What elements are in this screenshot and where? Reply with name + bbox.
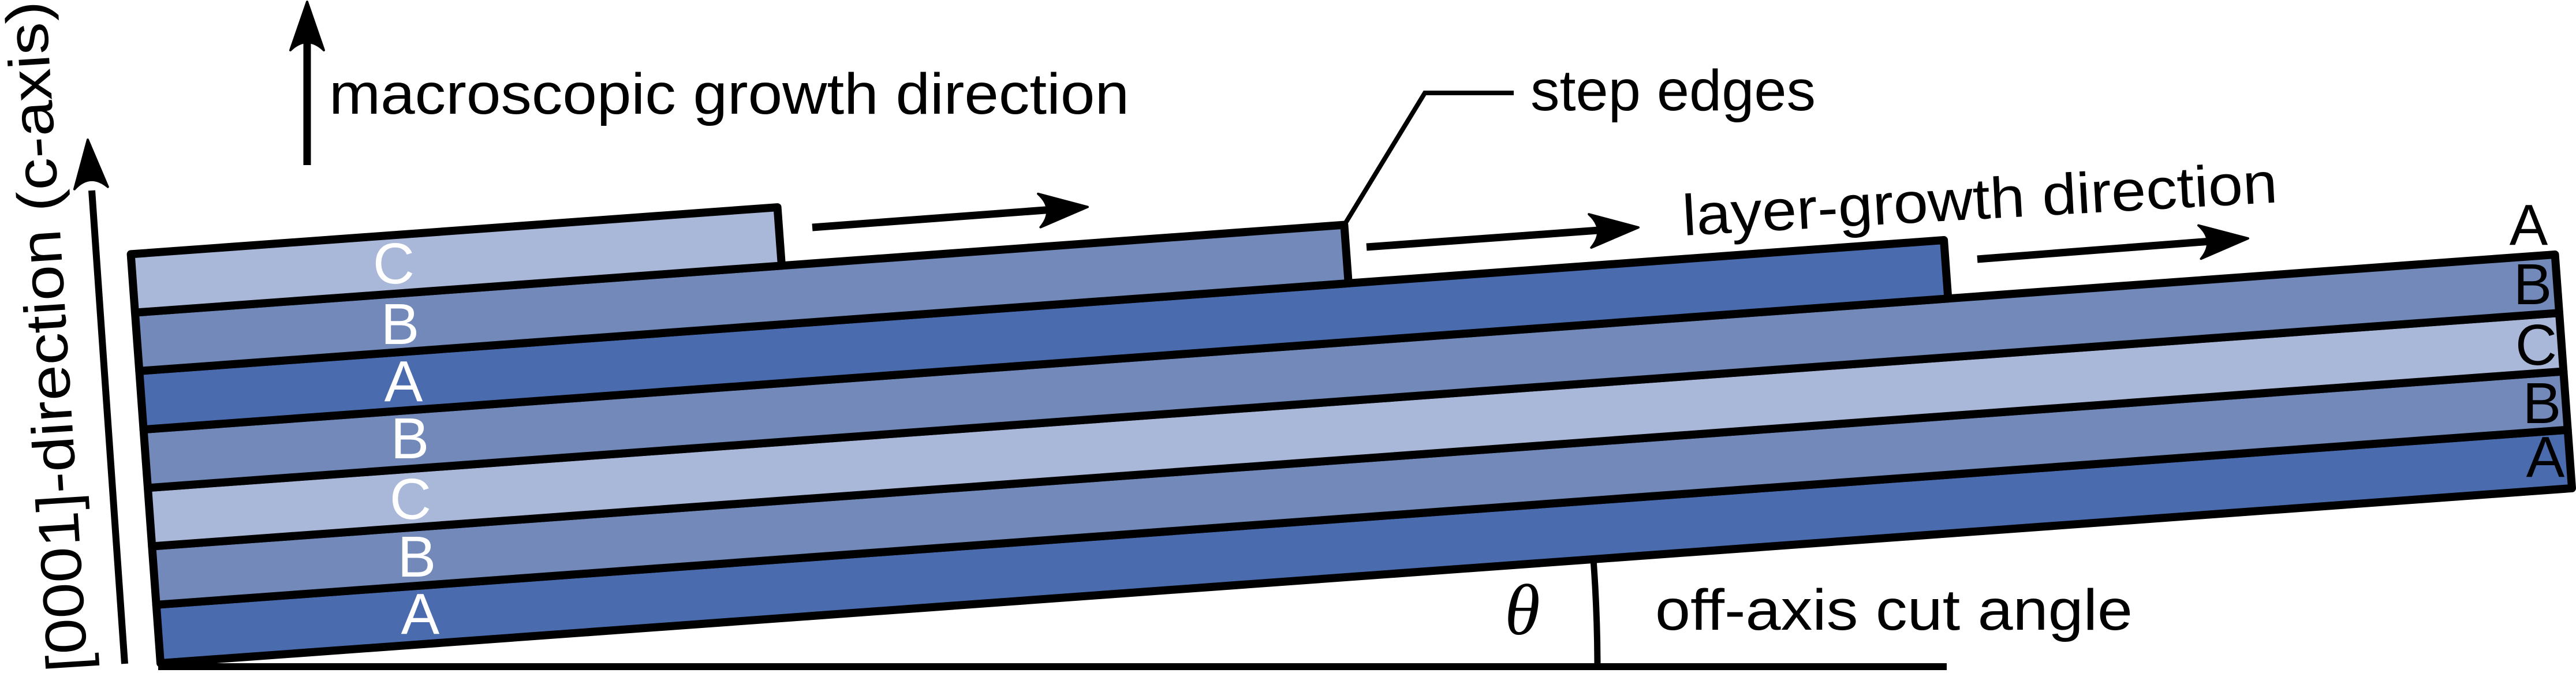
svg-text:A: A [2510, 193, 2548, 257]
svg-text:C: C [390, 467, 431, 532]
svg-text:C: C [373, 231, 415, 296]
svg-text:macroscopic growth direction: macroscopic growth direction [329, 62, 1129, 126]
svg-text:A: A [384, 349, 423, 414]
svg-text:B: B [381, 292, 420, 357]
svg-text:B: B [391, 406, 430, 471]
svg-text:B: B [2523, 371, 2562, 436]
svg-text:B: B [398, 525, 436, 589]
svg-text:B: B [2514, 252, 2552, 317]
svg-text:step edges: step edges [1530, 58, 1816, 123]
svg-text:A: A [2526, 425, 2565, 489]
svg-text:A: A [401, 582, 440, 646]
svg-text:θ: θ [1504, 571, 1540, 650]
svg-text:C: C [2515, 313, 2557, 377]
svg-text:off-axis cut angle: off-axis cut angle [1655, 578, 2133, 642]
